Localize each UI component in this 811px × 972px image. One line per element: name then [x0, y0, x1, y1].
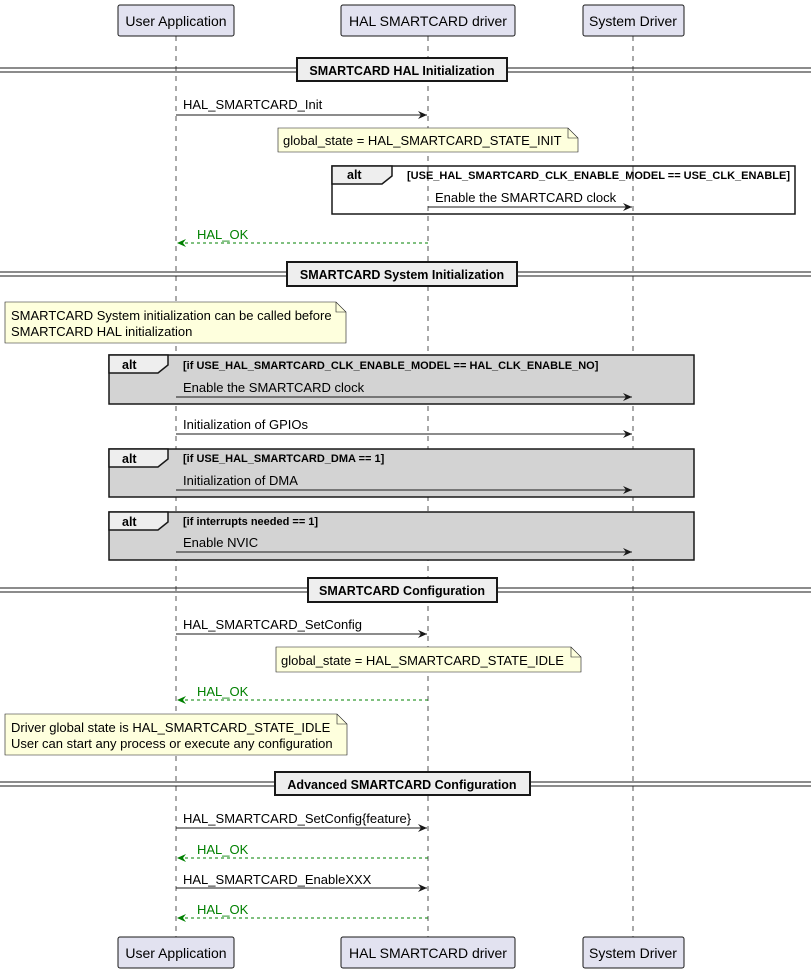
message-hal-smartcard-init: HAL_SMARTCARD_Init: [176, 97, 427, 119]
alt-frame-clk-enable-model: alt [USE_HAL_SMARTCARD_CLK_ENABLE_MODEL …: [331, 165, 796, 215]
return-hal-ok-3: HAL_OK: [177, 842, 428, 862]
alt-label: alt: [122, 452, 137, 466]
message-init-gpios: Initialization of GPIOs: [176, 417, 632, 438]
return-label: HAL_OK: [197, 842, 249, 857]
participant-label: System Driver: [589, 945, 677, 961]
alt-condition: [USE_HAL_SMARTCARD_CLK_ENABLE_MODEL == U…: [407, 170, 790, 182]
note-line-1: Driver global state is HAL_SMARTCARD_STA…: [11, 720, 331, 735]
note-state-init: global_state = HAL_SMARTCARD_STATE_INIT: [277, 127, 579, 153]
divider-system-initialization: SMARTCARD System Initialization: [0, 261, 811, 287]
note-state-idle: global_state = HAL_SMARTCARD_STATE_IDLE: [275, 646, 582, 673]
participant-label: HAL SMARTCARD driver: [349, 13, 507, 29]
participant-user-application-top: User Application: [117, 4, 235, 37]
alt-label: alt: [347, 168, 362, 182]
alt-label: alt: [122, 358, 137, 372]
note-line-2: SMARTCARD HAL initialization: [11, 324, 192, 339]
divider-advanced-configuration: Advanced SMARTCARD Configuration: [0, 771, 811, 796]
participant-hal-driver-top: HAL SMARTCARD driver: [340, 4, 516, 37]
participant-system-driver-bottom: System Driver: [582, 936, 685, 969]
note-driver-state-idle: Driver global state is HAL_SMARTCARD_STA…: [4, 713, 348, 756]
message-enable-clock-1: Enable the SMARTCARD clock: [428, 190, 632, 211]
note-line-2: User can start any process or execute an…: [11, 736, 333, 751]
message-label: HAL_SMARTCARD_SetConfig{feature}: [183, 811, 412, 826]
alt-label: alt: [122, 515, 137, 529]
participant-user-application-bottom: User Application: [117, 936, 235, 969]
return-hal-ok-4: HAL_OK: [177, 902, 428, 922]
return-hal-ok-2: HAL_OK: [177, 684, 428, 704]
note-text: global_state = HAL_SMARTCARD_STATE_IDLE: [281, 653, 564, 668]
alt-condition: [if interrupts needed == 1]: [183, 516, 318, 528]
divider-label: Advanced SMARTCARD Configuration: [287, 778, 516, 792]
message-label: HAL_SMARTCARD_EnableXXX: [183, 872, 372, 887]
alt-frame-clk-enable-no: alt [if USE_HAL_SMARTCARD_CLK_ENABLE_MOD…: [108, 354, 695, 405]
alt-frame-dma: alt [if USE_HAL_SMARTCARD_DMA == 1]: [108, 448, 695, 498]
participant-hal-driver-bottom: HAL SMARTCARD driver: [340, 936, 516, 969]
return-hal-ok-1: HAL_OK: [177, 227, 428, 247]
divider-configuration: SMARTCARD Configuration: [0, 577, 811, 603]
participant-system-driver-top: System Driver: [582, 4, 685, 37]
message-label: HAL_SMARTCARD_SetConfig: [183, 617, 362, 632]
participant-label: HAL SMARTCARD driver: [349, 945, 507, 961]
message-label: Initialization of GPIOs: [183, 417, 308, 432]
message-label: HAL_SMARTCARD_Init: [183, 97, 323, 112]
note-system-init-before: SMARTCARD System initialization can be c…: [4, 301, 347, 344]
divider-hal-initialization: SMARTCARD HAL Initialization: [0, 57, 811, 82]
message-enable-clock-2: Enable the SMARTCARD clock: [176, 380, 632, 401]
message-enable-nvic: Enable NVIC: [176, 535, 632, 556]
participant-label: User Application: [125, 945, 226, 961]
message-set-config: HAL_SMARTCARD_SetConfig: [176, 617, 427, 638]
return-label: HAL_OK: [197, 684, 249, 699]
message-init-dma: Initialization of DMA: [176, 473, 632, 494]
message-label: Enable the SMARTCARD clock: [435, 190, 617, 205]
message-label: Enable NVIC: [183, 535, 258, 550]
message-enable-xxx: HAL_SMARTCARD_EnableXXX: [176, 872, 427, 892]
message-label: Initialization of DMA: [183, 473, 298, 488]
participant-label: User Application: [125, 13, 226, 29]
divider-label: SMARTCARD Configuration: [319, 584, 485, 598]
note-line-1: SMARTCARD System initialization can be c…: [11, 308, 332, 323]
message-label: Enable the SMARTCARD clock: [183, 380, 365, 395]
return-label: HAL_OK: [197, 227, 249, 242]
divider-label: SMARTCARD System Initialization: [300, 268, 504, 282]
return-label: HAL_OK: [197, 902, 249, 917]
divider-label: SMARTCARD HAL Initialization: [309, 64, 494, 78]
participant-label: System Driver: [589, 13, 677, 29]
note-text: global_state = HAL_SMARTCARD_STATE_INIT: [283, 133, 562, 148]
alt-condition: [if USE_HAL_SMARTCARD_DMA == 1]: [183, 453, 385, 465]
message-set-config-feature: HAL_SMARTCARD_SetConfig{feature}: [176, 811, 427, 832]
alt-condition: [if USE_HAL_SMARTCARD_CLK_ENABLE_MODEL =…: [183, 360, 599, 372]
